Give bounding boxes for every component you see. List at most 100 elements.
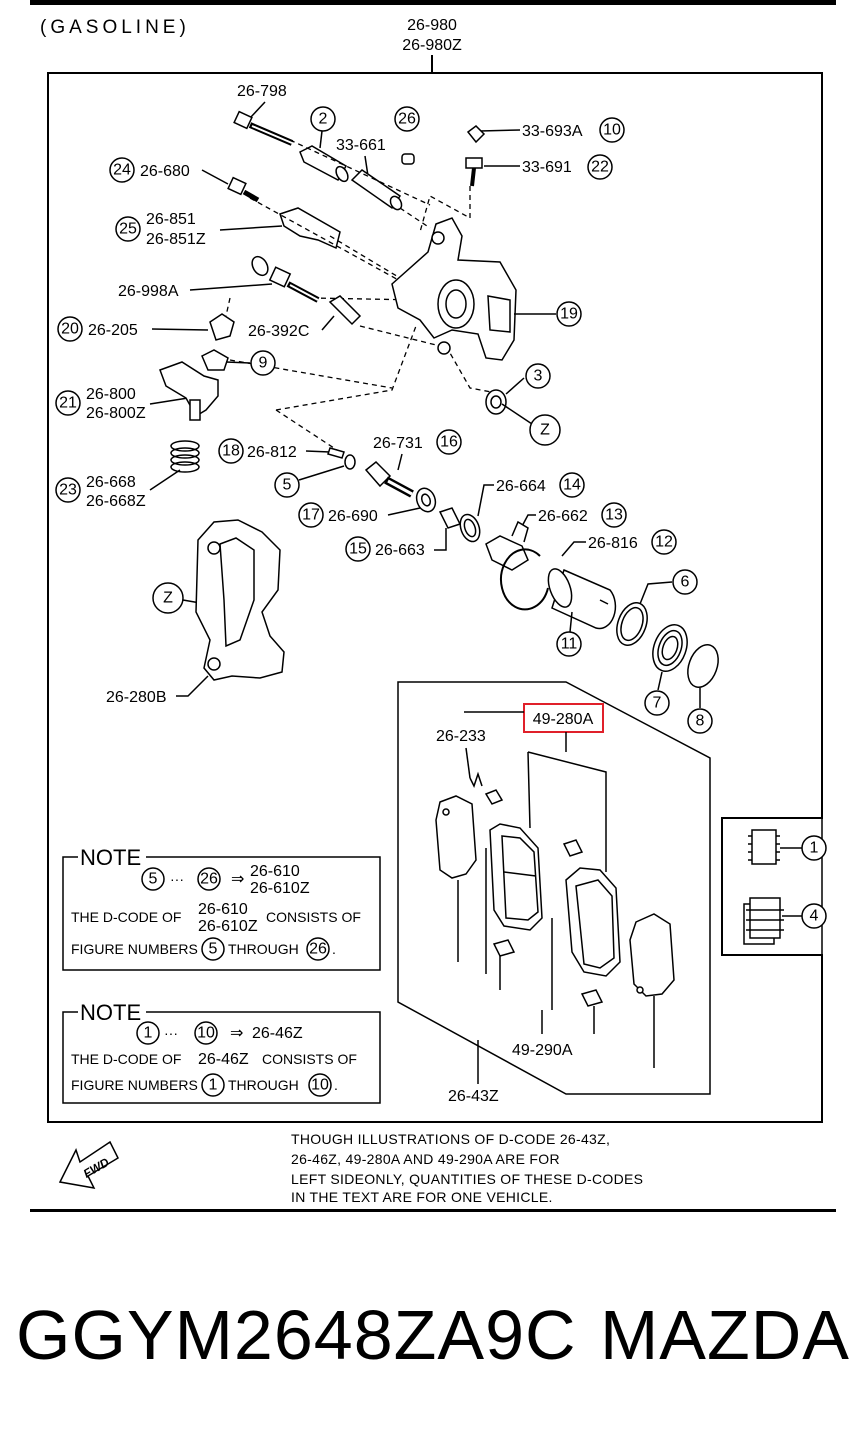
figure-10-marker xyxy=(599,117,625,143)
callout-33-661: 33-661 xyxy=(336,137,386,154)
disclaimer-line-4: IN THE TEXT ARE FOR ONE VEHICLE. xyxy=(291,1189,553,1205)
leader-26-280B xyxy=(176,675,209,697)
note1-line2-pre: FIGURE NUMBERS xyxy=(71,941,198,957)
note1-dots: ··· xyxy=(170,871,184,887)
bottom-rule xyxy=(30,1209,836,1212)
figure-9-number: 9 xyxy=(259,355,268,372)
footer: GGYM2648ZA9C MAZDA xyxy=(0,1300,864,1420)
figure-8-marker xyxy=(687,708,713,734)
figure-19-number: 19 xyxy=(560,306,578,323)
figure-12-number: 12 xyxy=(655,534,673,551)
note2-from-num: 1 xyxy=(209,1077,218,1094)
note1-range-to-marker xyxy=(197,867,221,891)
figure-25-marker xyxy=(115,216,141,242)
lever-26-800 xyxy=(159,361,219,421)
adjuster-26-662 xyxy=(485,520,529,571)
figure-23-marker xyxy=(55,477,81,503)
bleeder-screw-22 xyxy=(465,157,483,187)
leader-26-392C xyxy=(321,315,335,331)
figure-z-lower-letter: Z xyxy=(163,590,173,607)
guide-pin-2 xyxy=(299,145,349,183)
callout-33-693A: 33-693A xyxy=(522,123,583,140)
figure-20-number: 20 xyxy=(61,321,79,338)
leader-9 xyxy=(225,361,251,364)
note2-range-to: 10 xyxy=(197,1025,215,1042)
figure-21-number: 21 xyxy=(59,395,77,412)
leader-26-731 xyxy=(397,453,403,471)
leader-2 xyxy=(319,130,323,149)
note1-from-num: 5 xyxy=(209,941,218,958)
leader-6 xyxy=(639,581,673,605)
callout-26-998A: 26-998A xyxy=(118,283,179,300)
bracket-26-851 xyxy=(279,207,341,250)
note2-range-from: 1 xyxy=(144,1025,153,1042)
note2-arrow: ⇒ xyxy=(230,1025,243,1042)
piston-11 xyxy=(547,568,617,630)
disclaimer-line-2: 26-46Z, 49-280A AND 49-290A ARE FOR xyxy=(291,1151,560,1167)
seal-5 xyxy=(344,454,356,470)
note1-range-from: 5 xyxy=(149,871,158,888)
module-1-icon xyxy=(748,829,780,865)
figure-z-lower-marker xyxy=(152,582,184,614)
note2-line2-end: . xyxy=(334,1077,338,1093)
figure-15-marker xyxy=(345,536,371,562)
figure-7-number: 7 xyxy=(653,695,662,712)
leader-11 xyxy=(569,611,573,633)
figure-9-marker xyxy=(250,350,276,376)
leader-26-205 xyxy=(151,328,209,331)
figure-21-marker xyxy=(55,390,81,416)
callout-26-668Z: 26-668Z xyxy=(86,493,146,510)
leader-26-800 xyxy=(149,397,189,405)
leader-26-664 xyxy=(477,484,494,517)
note2-dots: ··· xyxy=(164,1025,178,1041)
figure-1-number: 1 xyxy=(810,840,819,857)
figure-2-marker xyxy=(310,106,336,132)
note2-range-from-marker xyxy=(136,1021,160,1045)
note1-line1-code-a: 26-610 xyxy=(198,901,248,918)
note1-code-a: 26-610 xyxy=(250,863,300,880)
figure-17-number: 17 xyxy=(302,507,320,524)
shaft-26-731 xyxy=(364,460,414,498)
sleeve-33-661 xyxy=(350,169,403,211)
note2-to-num-marker xyxy=(308,1073,332,1097)
fwd-arrow-icon: FWD xyxy=(58,1140,119,1189)
callout-26-205: 26-205 xyxy=(88,322,138,339)
leader-26-812 xyxy=(305,450,331,453)
callout-26-798: 26-798 xyxy=(237,83,287,100)
note1-range-from-marker xyxy=(141,867,165,891)
figure-8-number: 8 xyxy=(696,713,705,730)
callout-26-800Z: 26-800Z xyxy=(86,405,146,422)
sleeve-26-392C xyxy=(328,295,362,326)
seal-6 xyxy=(616,602,648,646)
callout-26-800: 26-800 xyxy=(86,386,136,403)
figure-14-number: 14 xyxy=(563,477,581,494)
figure-z-upper-letter: Z xyxy=(540,422,550,439)
callout-26-392C: 26-392C xyxy=(248,323,309,340)
note2-line1-post: CONSISTS OF xyxy=(262,1051,357,1067)
figure-3-marker xyxy=(525,363,551,389)
note2-line1-pre: THE D-CODE OF xyxy=(71,1051,181,1067)
figure-23-number: 23 xyxy=(59,482,77,499)
leader-26-668 xyxy=(149,469,181,491)
leader-26-816 xyxy=(561,541,586,557)
caliper-body-19 xyxy=(391,217,517,361)
callout-26-812: 26-812 xyxy=(247,444,297,461)
figure-11-marker xyxy=(556,631,582,657)
note1-range-to: 26 xyxy=(200,871,218,888)
note2-title: NOTE xyxy=(80,1000,141,1025)
figure-12-marker xyxy=(651,529,677,555)
figure-6-marker xyxy=(672,569,698,595)
note2-range-to-marker xyxy=(194,1021,218,1045)
callout-26-233: 26-233 xyxy=(436,728,486,745)
figure-5-marker xyxy=(274,472,300,498)
bushing-3 xyxy=(485,389,507,415)
note1-from-num-marker xyxy=(201,937,225,961)
bolt-26-998A xyxy=(251,255,320,303)
cap-26 xyxy=(401,153,415,165)
figure-19-marker xyxy=(556,301,582,327)
callout-49-280A-highlight xyxy=(523,703,604,733)
figure-18-number: 18 xyxy=(222,443,240,460)
note2-to-num: 10 xyxy=(311,1077,329,1094)
boot-26-205 xyxy=(209,313,235,341)
figure-4-marker xyxy=(801,903,827,929)
